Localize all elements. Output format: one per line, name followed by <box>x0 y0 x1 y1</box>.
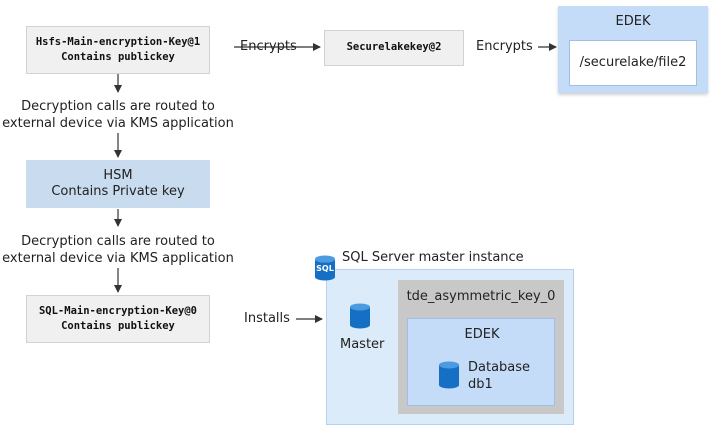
tde-key-title: tde_asymmetric_key_0 <box>406 289 556 304</box>
edek-inner-title: EDEK <box>464 327 500 342</box>
sql-server-title: SQL Server master instance <box>342 250 524 265</box>
edek-inner-box: EDEK Database db1 <box>407 318 555 406</box>
master-database-icon <box>350 303 370 329</box>
hsm-desc: Contains Private key <box>51 184 185 199</box>
routed-2-line1: Decryption calls are routed to <box>21 234 215 249</box>
db1-line1: Database <box>468 360 531 375</box>
db1-database-icon <box>439 361 459 389</box>
edge-label-routed-1: Decryption calls are routed to external … <box>0 98 236 132</box>
edge-label-routed-2: Decryption calls are routed to external … <box>0 233 236 267</box>
routed-1-line1: Decryption calls are routed to <box>21 99 215 114</box>
securelake-key-name: Securelakekey@2 <box>346 41 442 53</box>
edge-label-encrypts-2: Encrypts <box>476 39 533 54</box>
routed-1-line2: external device via KMS application <box>2 116 234 131</box>
edge-label-encrypts-1: Encrypts <box>240 39 297 54</box>
sql-key-name: SQL-Main-encryption-Key@0 <box>38 305 198 317</box>
routed-2-line2: external device via KMS application <box>2 251 234 266</box>
hsfs-key-box: Hsfs-Main-encryption-Key@1 Contains publ… <box>26 26 210 74</box>
master-label: Master <box>340 337 385 352</box>
sql-icon-text: SQL <box>316 264 334 273</box>
securelake-key-box: Securelakekey@2 <box>324 30 464 66</box>
sql-key-box: SQL-Main-encryption-Key@0 Contains publi… <box>26 295 210 343</box>
edek-top-box: EDEK /securelake/file2 <box>558 6 708 93</box>
sql-key-desc: Contains publickey <box>61 320 175 332</box>
edek-file-box: /securelake/file2 <box>569 40 697 86</box>
sql-server-icon: SQL <box>314 255 336 281</box>
hsfs-key-desc: Contains publickey <box>61 51 175 63</box>
edek-file-path: /securelake/file2 <box>579 55 687 70</box>
edge-label-installs: Installs <box>244 311 290 326</box>
edek-top-title: EDEK <box>615 14 651 29</box>
hsfs-key-name: Hsfs-Main-encryption-Key@1 <box>35 36 201 48</box>
db1-line2: db1 <box>468 377 493 392</box>
hsm-box: HSM Contains Private key <box>26 160 210 208</box>
hsm-title: HSM <box>103 168 133 183</box>
db1-label: Database db1 <box>468 359 530 393</box>
